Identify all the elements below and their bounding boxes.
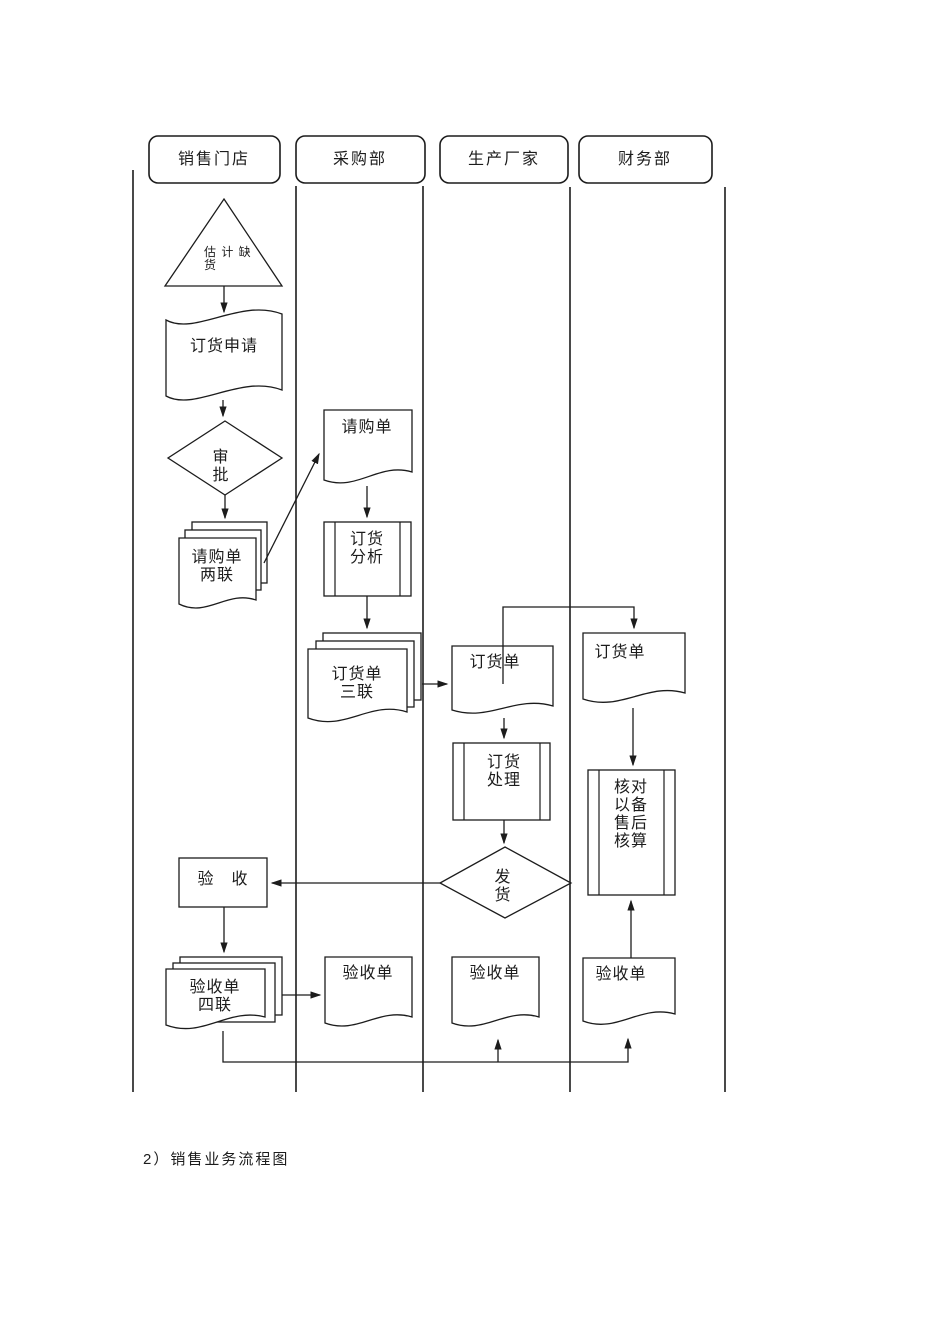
tape-order-request-shape (165, 309, 283, 401)
label-acceptance-form-purchasing: 验收单 (342, 965, 394, 982)
figure-caption: 2）销售业务流程图 (143, 1151, 290, 1168)
connector-order-form-to-finance (502, 606, 638, 684)
document-purchase-requisition-shape (323, 409, 413, 484)
document-acceptance-form-finance-shape (582, 957, 676, 1025)
predefined-process-order-processing-shape (452, 742, 551, 821)
multidoc-front-sheet (307, 648, 408, 723)
process-acceptance-shape (178, 857, 268, 908)
label-order-form-3: 订货单 三联 (331, 666, 383, 701)
lane-header-finance (578, 135, 713, 184)
label-order-processing: 订货 处理 (486, 754, 522, 789)
lane-header-purchasing (295, 135, 426, 184)
swimlane-rules (132, 170, 726, 1092)
arrow-purchase-req-2-to-purchase-requisition (263, 452, 320, 564)
predefined-process-frame (452, 742, 551, 821)
label-reconcile-for-aftersales: 核对 以备 售后 核算 (613, 779, 649, 850)
lane-title-manufacturer: 生产厂家 (467, 151, 541, 168)
document-acceptance-form-manufacturer-shape (451, 956, 540, 1027)
label-order-form-manufacturer: 订货单 (469, 654, 521, 671)
multidoc-front-sheet (178, 537, 257, 609)
label-purchase-requisition-2: 请购单 两联 (191, 549, 243, 584)
multidocument-purchase-requisition-2-shape (178, 521, 268, 609)
label-approval: 审 批 (212, 449, 230, 484)
predefined-process-frame (587, 769, 676, 896)
diamond-shipping-shape (438, 846, 573, 919)
label-order-request: 订货申请 (189, 338, 259, 355)
multidocument-order-form-3-shape (307, 632, 422, 723)
lane-title-finance: 财务部 (617, 151, 673, 168)
document-order-form-finance-shape (582, 632, 686, 703)
lane-title-sales-store: 销售门店 (177, 151, 251, 168)
lane-header-sales-store (148, 135, 281, 184)
lane-title-purchasing: 采购部 (332, 151, 388, 168)
label-acceptance-form-manufacturer: 验收单 (469, 965, 521, 982)
label-purchase-requisition: 请购单 (341, 419, 393, 436)
label-order-analysis: 订货 分析 (349, 531, 385, 566)
lane-header-manufacturer (439, 135, 569, 184)
flow-connectors (219, 286, 638, 1063)
connector-acceptance-form-to-finance (222, 1031, 632, 1063)
label-order-form-finance: 订货单 (594, 644, 646, 661)
multidocument-acceptance-form-4-shape (165, 956, 283, 1030)
label-shipping: 发 货 (494, 869, 512, 904)
label-acceptance-form-finance: 验收单 (595, 966, 647, 983)
flow-shapes (163, 197, 686, 1030)
triangle-estimate-shortage-shape (163, 197, 284, 287)
predefined-process-reconcile-shape (587, 769, 676, 896)
multidoc-front-sheet (165, 968, 266, 1030)
label-acceptance: 验 收 (197, 871, 249, 888)
document-acceptance-form-purchasing-shape (324, 956, 413, 1027)
lane-headers (148, 135, 713, 184)
label-estimate-shortage: 估 计 缺 货 (204, 245, 252, 272)
label-acceptance-form-4: 验收单 四联 (189, 979, 241, 1014)
